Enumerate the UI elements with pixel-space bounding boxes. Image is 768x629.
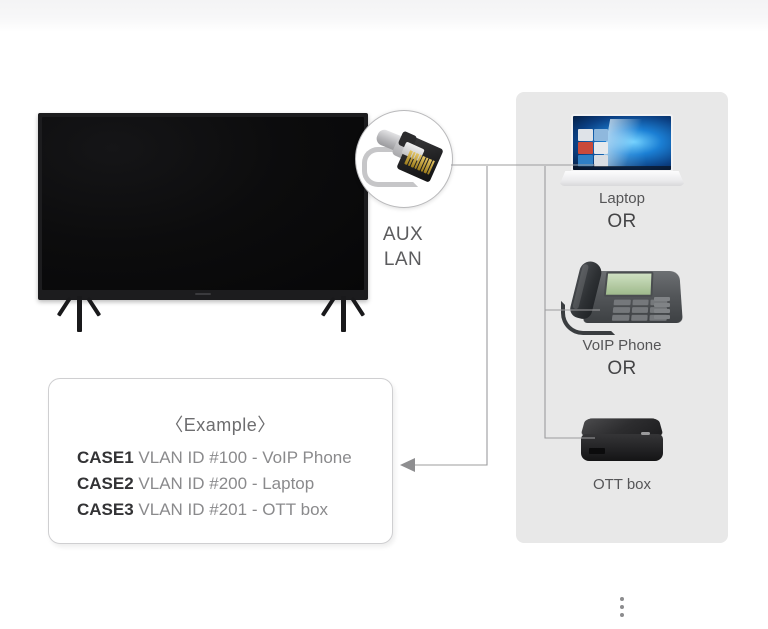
case-value: VLAN ID #201 - OTT box <box>138 500 329 519</box>
rj45-ethernet-connector-icon <box>355 110 453 208</box>
device-options-panel: Laptop OR VoIP Phone OR OTT box <box>516 92 728 617</box>
case-value: VLAN ID #200 - Laptop <box>138 474 315 493</box>
vertical-ellipsis-icon <box>516 593 728 621</box>
case-key: CASE1 <box>77 448 134 467</box>
or-separator-2: OR <box>607 358 637 379</box>
top-background-band <box>0 0 768 32</box>
example-box-title: 〈Example〉 <box>165 415 276 435</box>
device-option-ott-box: OTT box <box>516 410 728 493</box>
aux-lan-label-line2: LAN <box>383 249 423 270</box>
aux-lan-port-label: AUX LAN <box>355 222 451 272</box>
laptop-icon <box>559 114 685 186</box>
device-caption-ott-box: OTT box <box>592 476 652 493</box>
example-case-list: CASE1 VLAN ID #100 - VoIP Phone CASE2 VL… <box>49 445 392 523</box>
left-arrow-icon <box>400 458 415 472</box>
tv-stand-foot-left <box>56 296 102 332</box>
or-separator-1: OR <box>607 211 637 232</box>
case-value: VLAN ID #100 - VoIP Phone <box>138 448 352 467</box>
example-box: 〈Example〉 CASE1 VLAN ID #100 - VoIP Phon… <box>48 378 393 544</box>
tv-screen <box>42 117 364 290</box>
television <box>38 113 368 332</box>
case-key: CASE3 <box>77 500 134 519</box>
device-caption-laptop: Laptop <box>599 190 645 207</box>
tv-stand-foot-right <box>320 296 366 332</box>
voip-phone-icon <box>557 257 687 335</box>
case-row: CASE1 VLAN ID #100 - VoIP Phone <box>77 445 392 471</box>
line-to-ott-box <box>544 166 595 439</box>
tv-bezel <box>38 113 368 300</box>
aux-lan-label-line1: AUX <box>382 224 424 245</box>
tv-brand-mark <box>195 293 211 295</box>
device-caption-voip-phone: VoIP Phone <box>582 337 662 354</box>
case-row: CASE2 VLAN ID #200 - Laptop <box>77 471 392 497</box>
device-option-voip-phone: VoIP Phone OR <box>516 257 728 380</box>
device-option-laptop: Laptop OR <box>516 114 728 233</box>
line-to-example-box <box>415 166 488 466</box>
case-row: CASE3 VLAN ID #201 - OTT box <box>77 497 392 523</box>
case-key: CASE2 <box>77 474 134 493</box>
